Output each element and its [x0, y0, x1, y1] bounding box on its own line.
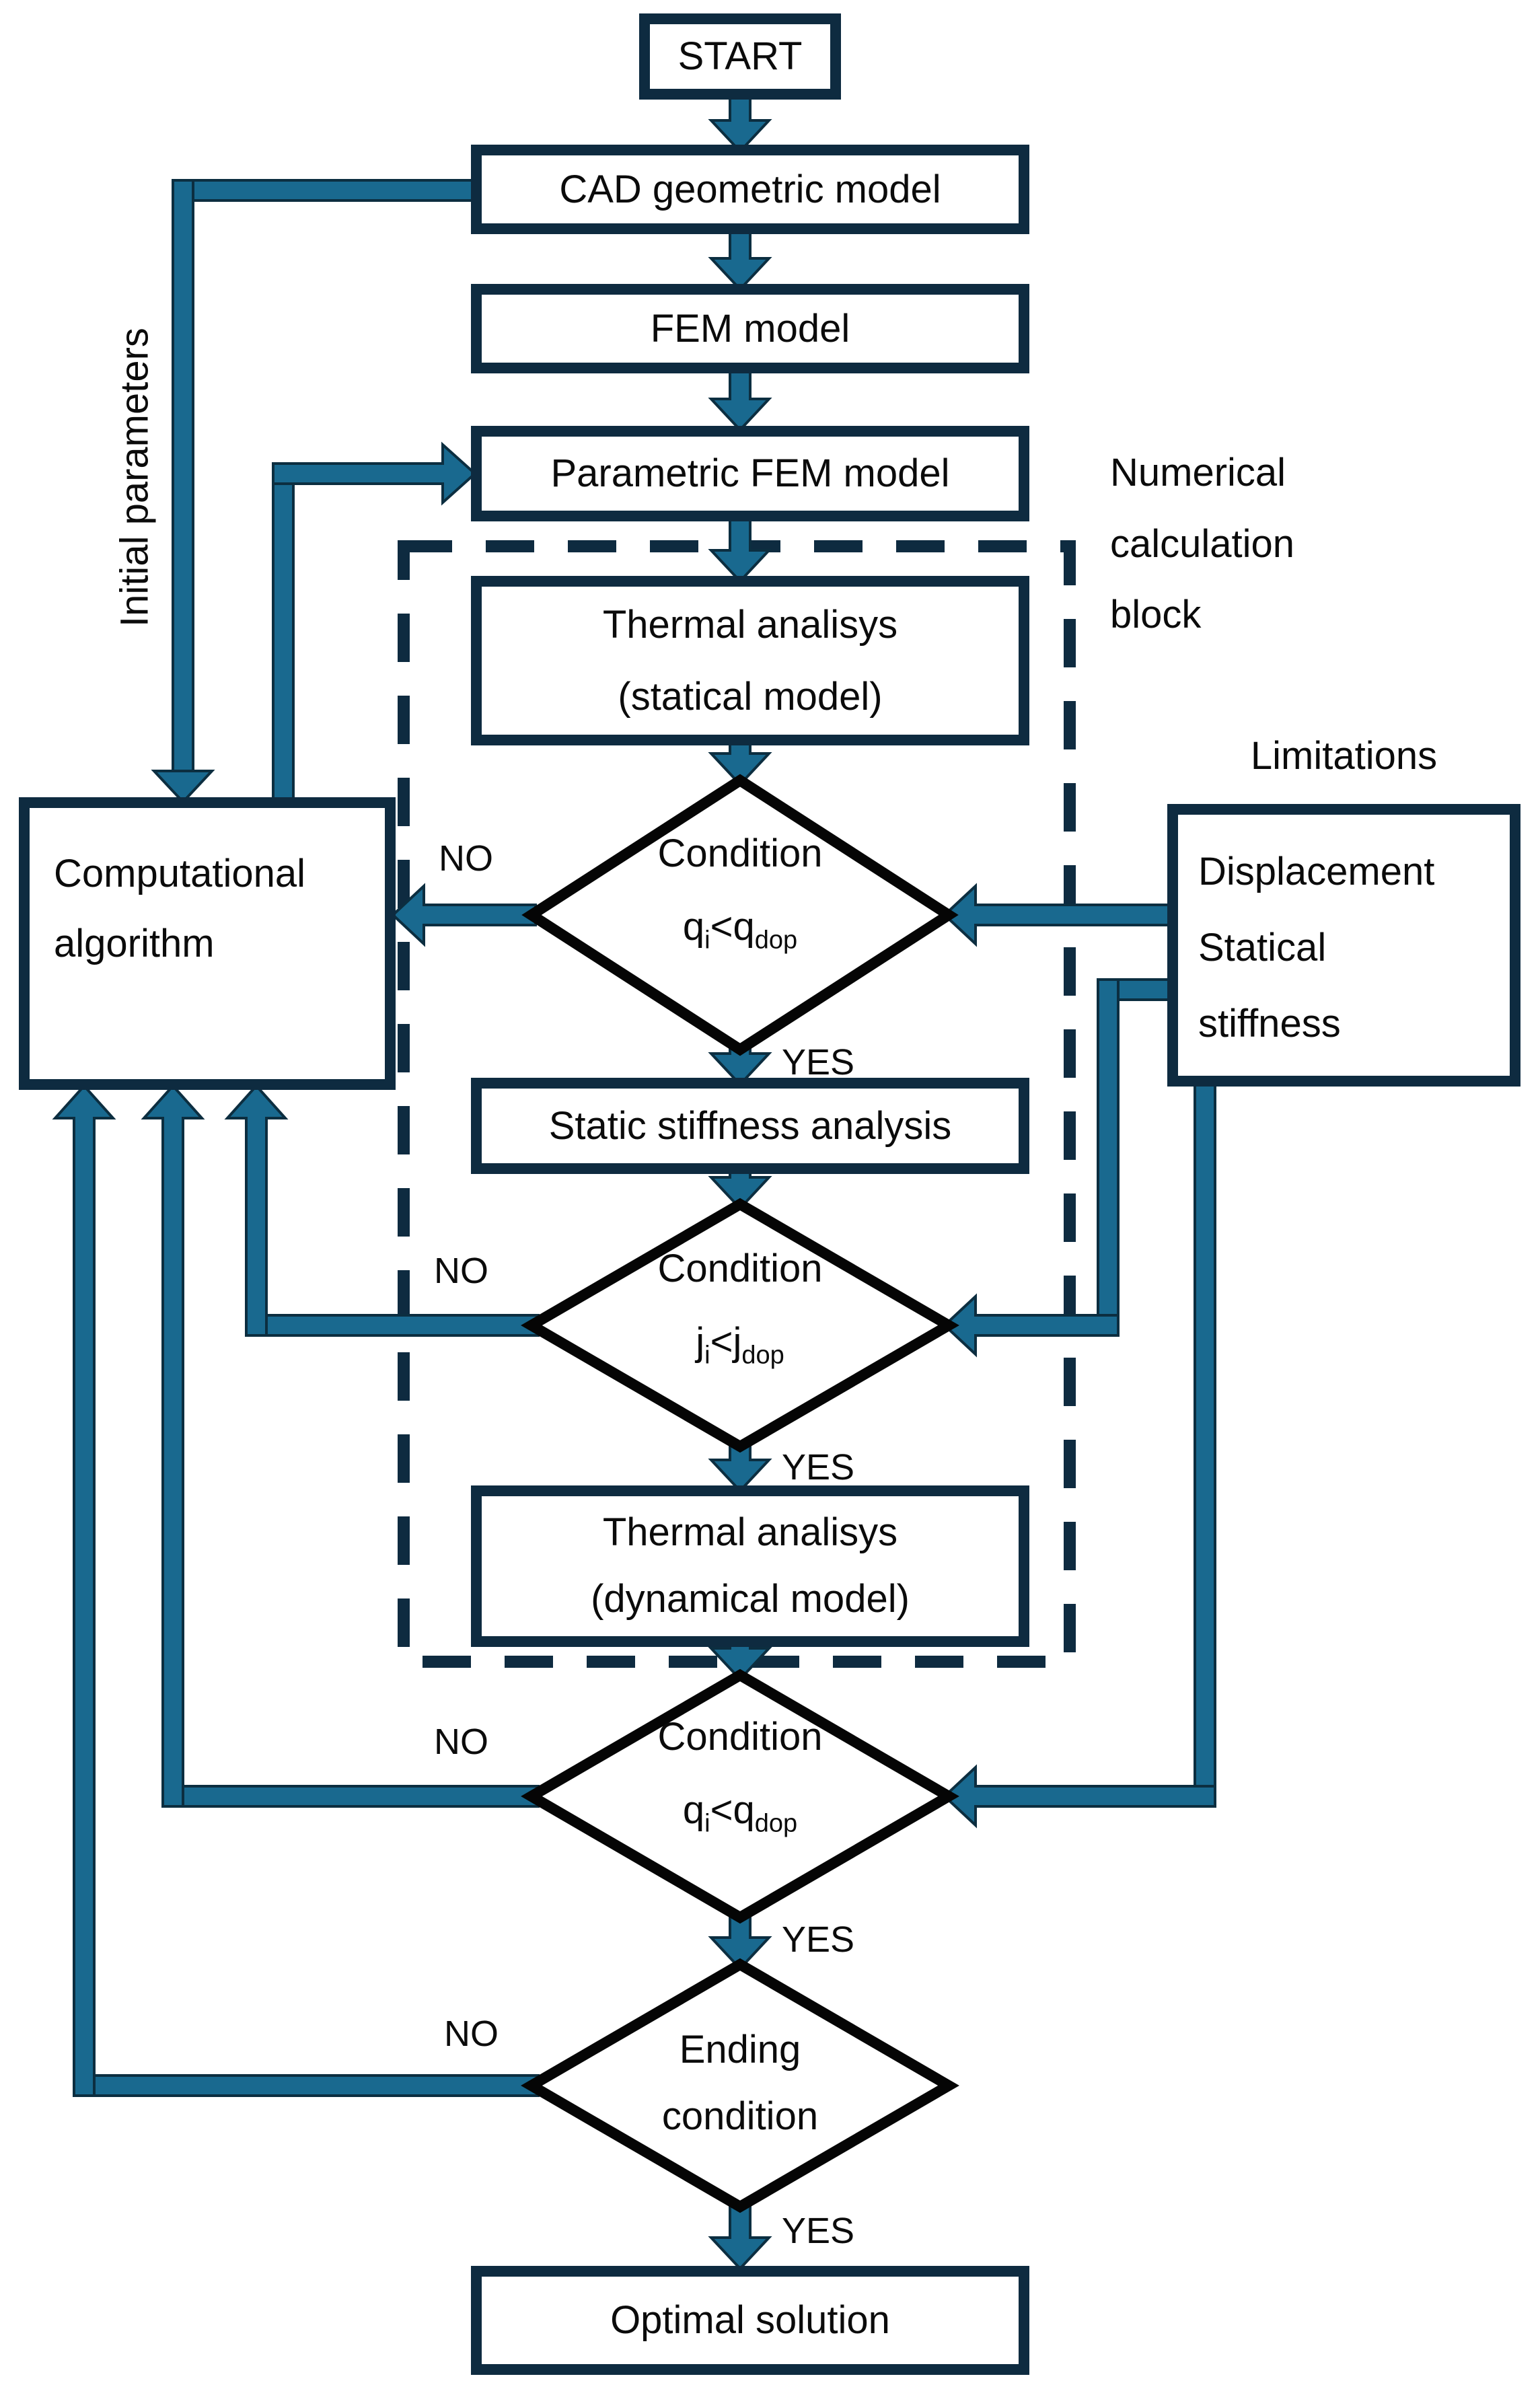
parametric-fem-node: Parametric FEM model: [471, 426, 1029, 521]
cond1-title: Condition: [657, 832, 823, 875]
ending-yes-label: YES: [782, 2211, 855, 2251]
cond3-lhs: q: [682, 1788, 705, 1832]
start-node: START: [639, 13, 841, 100]
thermal-static-line2: (statical model): [618, 675, 883, 719]
limitations-cond3-vertical: [1194, 1082, 1216, 1808]
ending-line1: Ending: [679, 2028, 801, 2071]
cond2-yes-label: YES: [782, 1447, 855, 1487]
cond2-formula: ji<jdop: [572, 1319, 908, 1370]
thermal-dynamic-line2: (dynamical model): [591, 1577, 910, 1621]
cond3-lhs-sub: i: [704, 1809, 710, 1838]
arrow-start-to-cad: [708, 93, 772, 153]
arrow-cond3-no-up-to-computational: [141, 1084, 205, 1808]
cond3-no-label: NO: [434, 1722, 488, 1762]
cond3-yes-label: YES: [782, 1919, 855, 1960]
arrow-limitations-to-cond1: [943, 883, 1173, 947]
arrow-ending-no-up-to-computational: [52, 1084, 116, 2097]
cond3-diamond: [521, 1668, 959, 1924]
fem-model-node: FEM model: [471, 284, 1029, 373]
arrow-cad-to-fem: [708, 229, 772, 291]
limitations-cond2-vertical: [1097, 978, 1120, 1337]
cond3-no-horizontal: [161, 1785, 540, 1808]
optimal-solution-label: Optimal solution: [610, 2298, 890, 2343]
numerical-block-line3: block: [1110, 593, 1202, 637]
cad-model-node: CAD geometric model: [471, 145, 1029, 234]
cond2-lhs-sub: i: [704, 1341, 710, 1370]
arrow-fem-to-parametric: [708, 368, 772, 432]
arrow-cond2-no-up-to-computational: [224, 1084, 289, 1337]
optimal-solution-node: Optimal solution: [471, 2266, 1029, 2375]
arrow-computational-to-parametric: [272, 441, 477, 506]
cond3-op: <: [710, 1788, 733, 1832]
cond1-lhs: q: [682, 905, 705, 949]
thermal-static-node: Thermal analisys (statical model): [471, 576, 1029, 745]
cond1-lhs-sub: i: [704, 926, 710, 955]
arrow-ending-yes-to-optimal: [708, 2201, 772, 2271]
computational-line1: Computational: [54, 852, 305, 895]
cond3-formula: qi<qdop: [572, 1788, 908, 1839]
limitations-line1: Displacement: [1198, 850, 1435, 893]
cond2-title: Condition: [657, 1247, 823, 1290]
cond3-rhs: q: [733, 1788, 755, 1832]
initial-parameters-vertical: [172, 179, 194, 772]
parametric-fem-label: Parametric FEM model: [550, 451, 950, 496]
limitations-node: Displacement Statical stiffness: [1167, 804, 1520, 1087]
arrow-parametric-to-thermal-static: [708, 516, 772, 583]
static-stiffness-node: Static stiffness analysis: [471, 1078, 1029, 1174]
cond1-op: <: [710, 905, 733, 949]
ending-text: Ending condition: [572, 2017, 908, 2149]
limitations-title: Limitations: [1250, 734, 1438, 778]
thermal-dynamic-node: Thermal analisys (dynamical model): [471, 1485, 1029, 1647]
cond2-no-horizontal: [245, 1314, 540, 1337]
computational-parametric-vertical: [272, 462, 295, 806]
arrow-initial-parameters-into-computational: [151, 770, 215, 804]
computational-line2: algorithm: [54, 922, 215, 966]
fem-model-label: FEM model: [650, 306, 850, 351]
cond2-text: Condition ji<jdop: [572, 1246, 908, 1370]
cond2-diamond: [521, 1198, 959, 1453]
cond2-op: <: [710, 1320, 733, 1364]
arrow-limitations-to-cond2: [943, 1293, 1120, 1358]
cond2-rhs-sub: dop: [741, 1341, 784, 1370]
cond2-no-label: NO: [434, 1251, 488, 1291]
cond1-text: Condition qi<qdop: [572, 831, 908, 955]
numerical-block-line2: calculation: [1110, 521, 1295, 566]
thermal-dynamic-line1: Thermal analisys: [602, 1510, 898, 1555]
start-label: START: [677, 34, 803, 79]
cond1-diamond: [521, 774, 959, 1056]
cond1-rhs-sub: dop: [754, 926, 798, 955]
cond2-rhs: j: [733, 1320, 742, 1364]
static-stiffness-label: Static stiffness analysis: [548, 1103, 952, 1148]
cond1-yes-label: YES: [782, 1042, 855, 1082]
cond3-rhs-sub: dop: [754, 1809, 798, 1838]
cond2-lhs: j: [696, 1320, 705, 1364]
limitations-line2: Statical: [1198, 926, 1327, 970]
arrow-group: [52, 93, 1216, 2271]
numerical-block-label: Numerical calculation block: [1110, 437, 1294, 651]
cond3-title: Condition: [657, 1715, 823, 1759]
thermal-static-line1: Thermal analisys: [602, 602, 898, 647]
ending-line2: condition: [661, 2094, 819, 2138]
cond1-no-label: NO: [439, 838, 493, 879]
initial-parameters-label: Initial parameters: [112, 328, 157, 627]
ending-no-label: NO: [444, 2014, 499, 2054]
arrow-cond1-no-to-computational: [391, 883, 537, 947]
limitations-line3: stiffness: [1198, 1002, 1341, 1046]
cad-model-label: CAD geometric model: [559, 167, 941, 211]
cond1-formula: qi<qdop: [572, 904, 908, 955]
numerical-block-line1: Numerical: [1110, 451, 1286, 494]
ending-no-horizontal: [73, 2074, 540, 2097]
computational-algorithm-node: Computational algorithm: [19, 797, 396, 1090]
diamond-group: [521, 774, 959, 2213]
cond1-rhs: q: [733, 905, 755, 949]
initial-parameters-horizontal: [172, 179, 476, 202]
cond3-text: Condition qi<qdop: [572, 1714, 908, 1839]
arrow-limitations-to-cond3: [943, 1764, 1216, 1829]
ending-diamond: [521, 1958, 959, 2213]
